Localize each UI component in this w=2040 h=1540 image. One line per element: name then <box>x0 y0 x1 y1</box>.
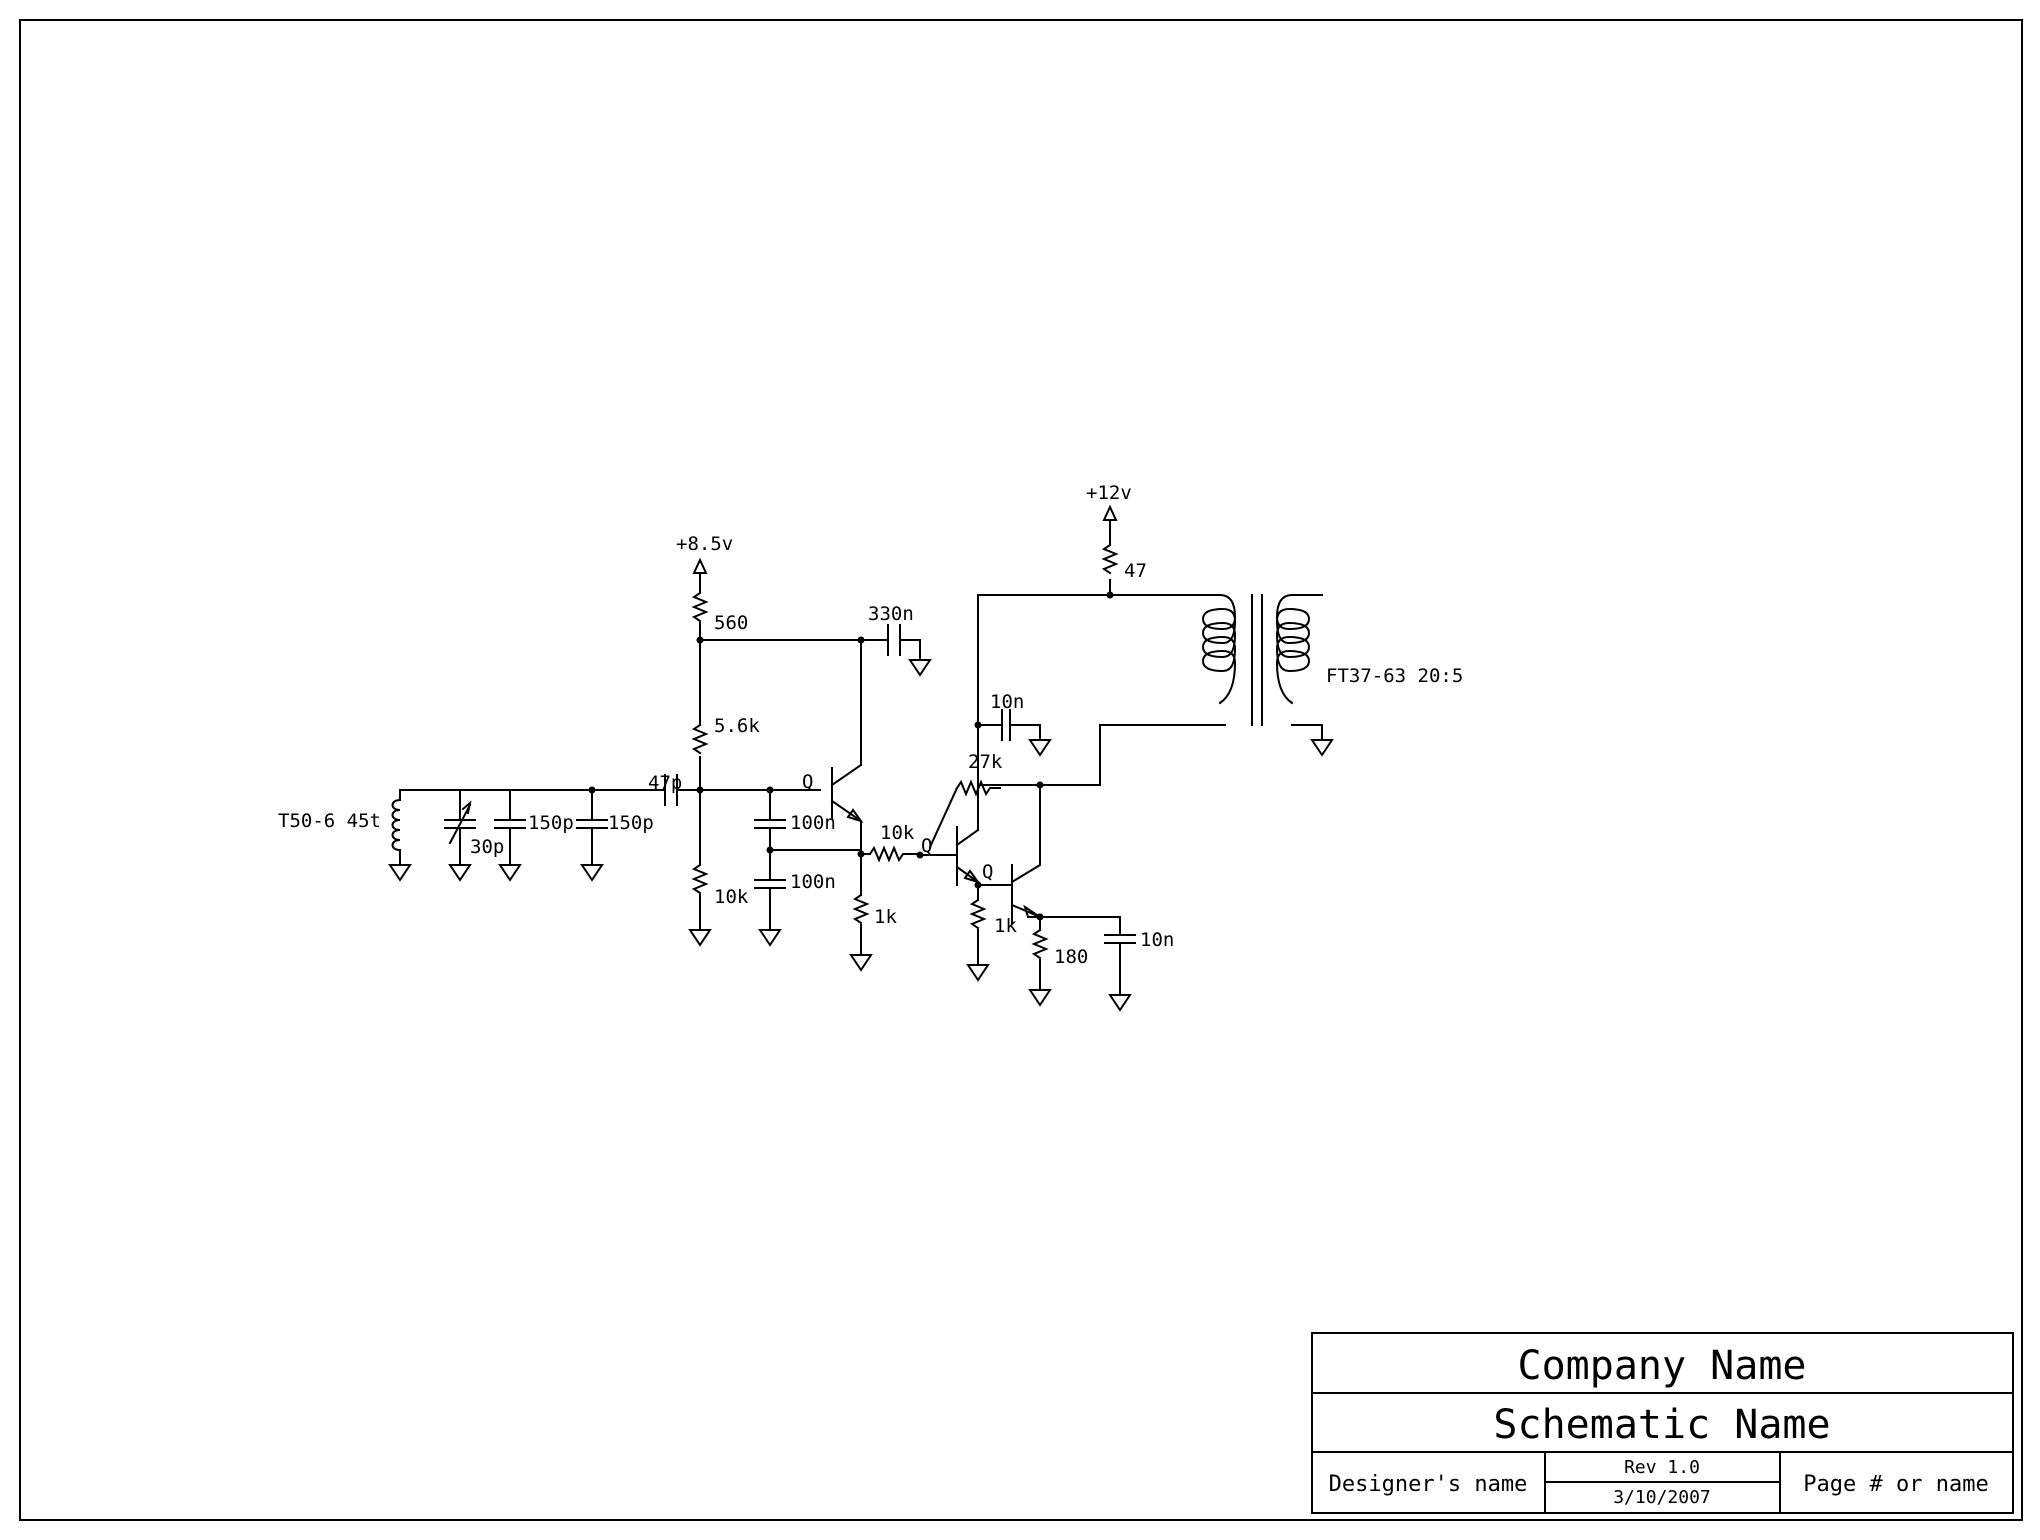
title-block: Company Name Schematic Name Designer's n… <box>1311 1332 2014 1514</box>
labels: +8.5v +12v T50-6 45t 30p 150p 150p 47p 5… <box>278 482 1463 968</box>
supply-arrow-icon <box>1102 504 1118 521</box>
title-page: Page # or name <box>1803 1472 1988 1497</box>
label-bypass-cap: 330n <box>868 603 914 625</box>
resistor-560 <box>691 591 709 623</box>
label-r-feedback: 27k <box>968 751 1003 773</box>
label-fb-cap-2: 100n <box>790 871 836 893</box>
ground-icon <box>966 964 990 982</box>
label-cap-emitter-3: 10n <box>1140 929 1174 951</box>
supply-arrow-icon <box>692 557 708 574</box>
ground-icon <box>448 864 472 882</box>
resistor-1k-q1 <box>852 893 870 925</box>
ground-icon <box>758 929 782 947</box>
resistor-1k-q2 <box>969 898 987 930</box>
label-r-top: 560 <box>714 612 748 634</box>
label-coupling-cap: 47p <box>648 772 682 794</box>
label-trim-cap: 30p <box>470 836 504 858</box>
label-transistor-2: Q <box>921 835 932 857</box>
ground-icon <box>1108 994 1132 1012</box>
label-tank-inductor: T50-6 45t <box>278 810 381 832</box>
label-r-base-2: 10k <box>880 822 915 844</box>
title-designer: Designer's name <box>1329 1472 1528 1497</box>
label-r-mid: 5.6k <box>714 715 760 737</box>
title-rev: Rev 1.0 <box>1624 1457 1700 1478</box>
cap-10n-decouple <box>1001 709 1011 741</box>
supply-symbols <box>692 504 1118 574</box>
ground-icon <box>498 864 522 882</box>
ground-icon <box>908 659 932 677</box>
cap-150p-a <box>494 819 526 829</box>
cap-100n-a <box>754 819 786 829</box>
label-cap-b: 150p <box>608 812 654 834</box>
label-r-bot: 10k <box>714 886 749 908</box>
capacitors <box>444 624 1136 944</box>
grounds <box>388 659 1334 1012</box>
ground-icon <box>580 864 604 882</box>
cap-100n-b <box>754 879 786 889</box>
cap-10n-emitter <box>1104 934 1136 944</box>
title-schematic: Schematic Name <box>1493 1402 1830 1448</box>
title-company: Company Name <box>1518 1343 1807 1389</box>
cap-trim-arrow <box>448 800 472 845</box>
cap-330n <box>887 624 901 656</box>
label-cap-a: 150p <box>528 812 574 834</box>
ground-icon <box>1310 739 1334 757</box>
resistors <box>691 543 1119 960</box>
ground-icon <box>1028 989 1052 1007</box>
resistor-10k-base <box>868 845 909 863</box>
label-r-emitter-2: 1k <box>994 915 1017 937</box>
label-transformer: FT37-63 20:5 <box>1326 665 1463 687</box>
cap-150p-b <box>576 819 608 829</box>
label-cap-decouple: 10n <box>990 691 1024 713</box>
circuit: +8.5v +12v T50-6 45t 30p 150p 150p 47p 5… <box>278 482 1463 1012</box>
transformer <box>1201 593 1311 726</box>
title-date: 3/10/2007 <box>1613 1487 1711 1508</box>
label-r-supply: 47 <box>1124 560 1147 582</box>
transistor-arrows <box>846 808 1044 918</box>
label-fb-cap-1: 100n <box>790 812 836 834</box>
label-r-emitter-3: 180 <box>1054 946 1088 968</box>
cap-47p <box>664 774 678 806</box>
cap-trim-plates <box>444 819 476 829</box>
supply-label-12v: +12v <box>1086 482 1132 504</box>
resistor-5-6k <box>691 723 709 755</box>
sheet-border <box>19 19 2023 1521</box>
resistor-10k-bias <box>691 863 709 895</box>
resistor-180 <box>1031 928 1049 960</box>
inductor <box>391 798 402 852</box>
ground-icon <box>688 929 712 947</box>
ground-icon <box>1028 739 1052 757</box>
resistor-27k <box>955 779 1001 797</box>
supply-label-8-5v: +8.5v <box>676 533 733 555</box>
ground-icon <box>849 954 873 972</box>
label-r-emitter-1: 1k <box>874 906 897 928</box>
label-transistor-3: Q <box>982 861 993 883</box>
ground-icon <box>388 864 412 882</box>
label-transistor-1: Q <box>802 771 813 793</box>
resistor-47 <box>1101 543 1119 575</box>
